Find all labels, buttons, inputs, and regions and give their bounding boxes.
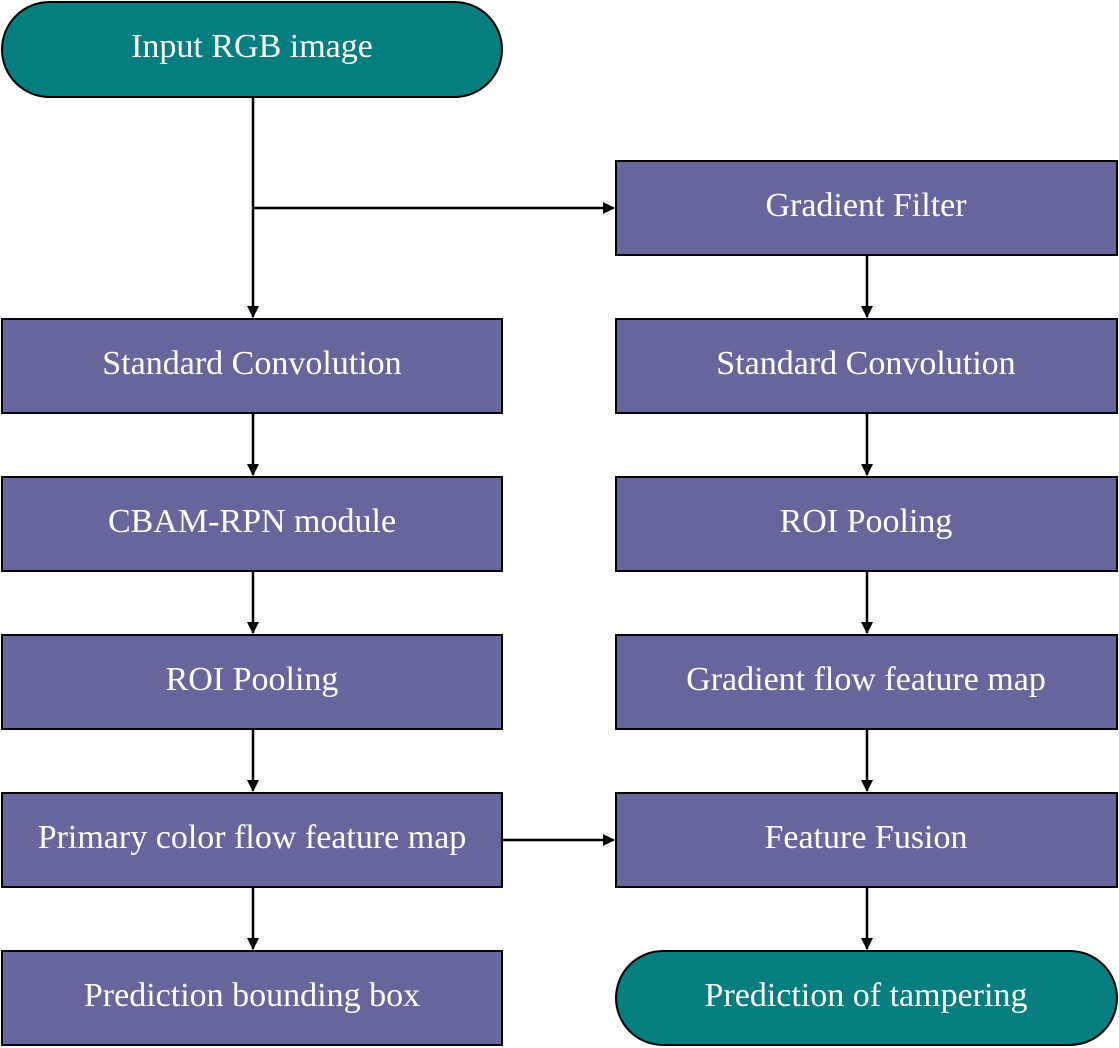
prediction-of-tampering-node: Prediction of tampering <box>615 950 1118 1046</box>
prediction-of-tampering-label: Prediction of tampering <box>705 977 1028 1014</box>
prediction-bounding-box-node: Prediction bounding box <box>1 950 503 1046</box>
input-rgb-image-node: Input RGB image <box>1 1 503 98</box>
primary-color-flow-feature-map-node: Primary color flow feature map <box>1 792 503 888</box>
right-roi-pooling-node: ROI Pooling <box>615 476 1118 572</box>
prediction-bounding-box-label: Prediction bounding box <box>84 977 420 1014</box>
right-standard-convolution-label: Standard Convolution <box>716 345 1015 382</box>
feature-fusion-node: Feature Fusion <box>615 792 1118 888</box>
right-roi-pooling-label: ROI Pooling <box>780 503 953 540</box>
input-rgb-image-label: Input RGB image <box>131 28 373 65</box>
right-standard-convolution-node: Standard Convolution <box>615 318 1118 414</box>
left-roi-pooling-label: ROI Pooling <box>166 661 339 698</box>
gradient-flow-feature-map-label: Gradient flow feature map <box>686 661 1046 698</box>
feature-fusion-label: Feature Fusion <box>764 819 967 856</box>
primary-color-flow-feature-map-label: Primary color flow feature map <box>38 819 467 856</box>
cbam-rpn-module-label: CBAM-RPN module <box>108 503 396 540</box>
cbam-rpn-module-node: CBAM-RPN module <box>1 476 503 572</box>
gradient-filter-label: Gradient Filter <box>765 187 967 224</box>
left-roi-pooling-node: ROI Pooling <box>1 634 503 730</box>
gradient-filter-node: Gradient Filter <box>615 160 1118 256</box>
gradient-flow-feature-map-node: Gradient flow feature map <box>615 634 1118 730</box>
left-standard-convolution-label: Standard Convolution <box>102 345 401 382</box>
left-standard-convolution-node: Standard Convolution <box>1 318 503 414</box>
